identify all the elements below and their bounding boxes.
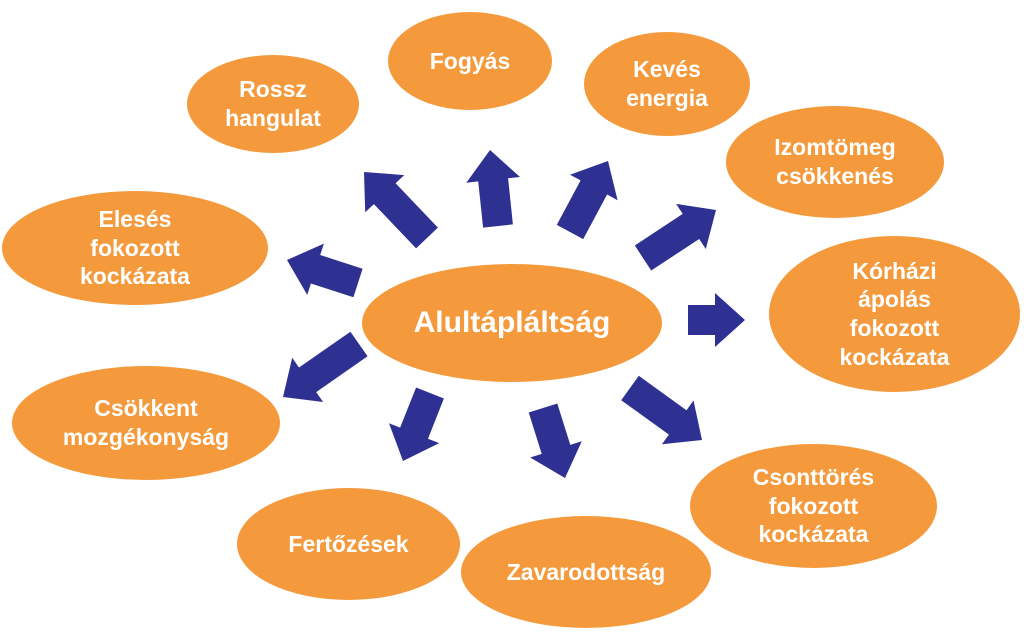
arrow-to-izomtomeg-csokkenes [634, 203, 716, 271]
arrow-to-csokkent-mozgekonyseg [283, 331, 368, 402]
node-korhazi-apolas: Kórházi ápolás fokozott kockázata [769, 236, 1020, 392]
node-eleses: Elesés fokozott kockázata [2, 191, 268, 305]
arrow-to-csonttores [621, 375, 702, 445]
node-fogyas: Fogyás [388, 12, 552, 110]
arrow-to-korhazi-apolas [688, 293, 745, 347]
node-zavarodottsag: Zavarodottság [461, 516, 711, 628]
node-csonttores: Csonttörés fokozott kockázata [690, 444, 937, 568]
arrow-to-fertozesek [389, 387, 444, 461]
arrow-to-keves-energia [556, 161, 618, 240]
arrow-to-fogyas [466, 150, 520, 228]
node-keves-energia: Kevés energia [584, 32, 750, 136]
node-csokkent-mozgekonyseg: Csökkent mozgékonyság [12, 366, 280, 480]
node-fertozesek: Fertőzések [237, 488, 460, 600]
arrow-to-eleses [287, 243, 363, 298]
node-rossz-hangulat: Rossz hangulat [187, 55, 359, 153]
node-izomtomeg-csokkenes: Izomtömeg csökkenés [726, 106, 944, 218]
arrow-to-zavarodottsag [528, 403, 582, 478]
arrow-to-rossz-hangulat [364, 172, 438, 249]
node-alultaplaltsag: Alultápláltság [362, 264, 662, 382]
